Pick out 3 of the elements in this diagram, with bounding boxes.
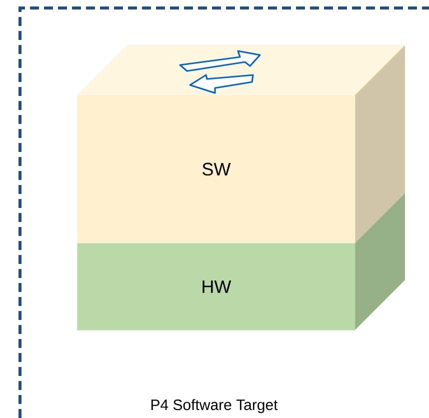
frame-caption: P4 Software Target: [151, 399, 278, 414]
layer-block: SW: [77, 45, 405, 244]
layer-block: HW: [77, 193, 405, 330]
